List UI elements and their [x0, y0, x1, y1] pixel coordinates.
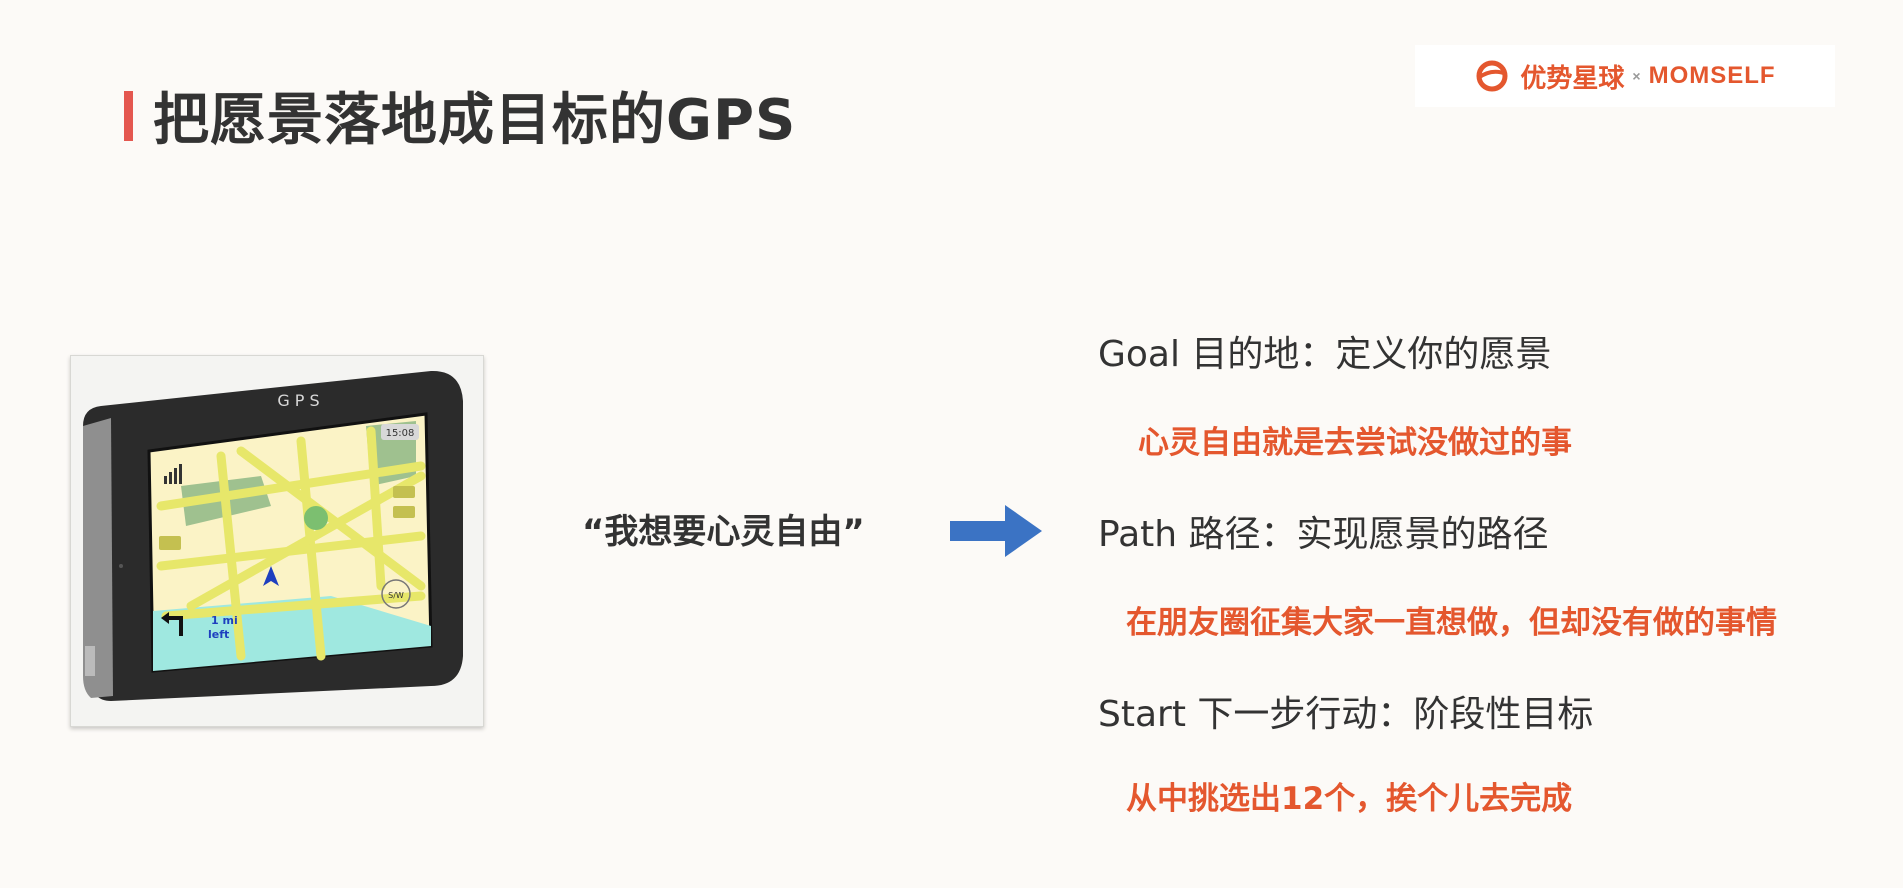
logo-separator: ×	[1632, 68, 1641, 84]
start-heading: Start 下一步行动：阶段性目标	[1098, 694, 1594, 735]
gps-device-label: GPS	[277, 391, 324, 410]
gps-distance-readout: 1 mi	[211, 614, 238, 627]
start-example: 从中挑选出12个，挨个儿去完成	[1126, 781, 1573, 817]
page-title: 把愿景落地成目标的GPS	[153, 88, 797, 153]
quote-text: “我想要心灵自由”	[582, 512, 865, 552]
gps-device-illustration: GPS 15:08	[83, 370, 463, 701]
gps-direction-readout: left	[208, 628, 229, 641]
gps-device-image: GPS 15:08	[70, 355, 484, 727]
path-example: 在朋友圈征集大家一直想做，但却没有做的事情	[1126, 605, 1777, 641]
gps-compass-readout: S/W	[388, 591, 404, 600]
brand-logo: 优势星球 × MOMSELF	[1415, 45, 1835, 107]
goal-heading: Goal 目的地：定义你的愿景	[1098, 334, 1552, 375]
gps-time-readout: 15:08	[386, 428, 415, 439]
page-title-wrapper: 把愿景落地成目标的GPS	[124, 75, 796, 156]
path-heading: Path 路径：实现愿景的路径	[1098, 514, 1549, 555]
planet-logo-icon	[1476, 60, 1508, 92]
right-arrow-icon	[950, 505, 1042, 557]
logo-cn-text: 优势星球	[1520, 62, 1625, 93]
logo-en-text: MOMSELF	[1648, 62, 1776, 89]
goal-example: 心灵自由就是去尝试没做过的事	[1138, 425, 1572, 461]
title-accent-bar	[124, 90, 133, 141]
